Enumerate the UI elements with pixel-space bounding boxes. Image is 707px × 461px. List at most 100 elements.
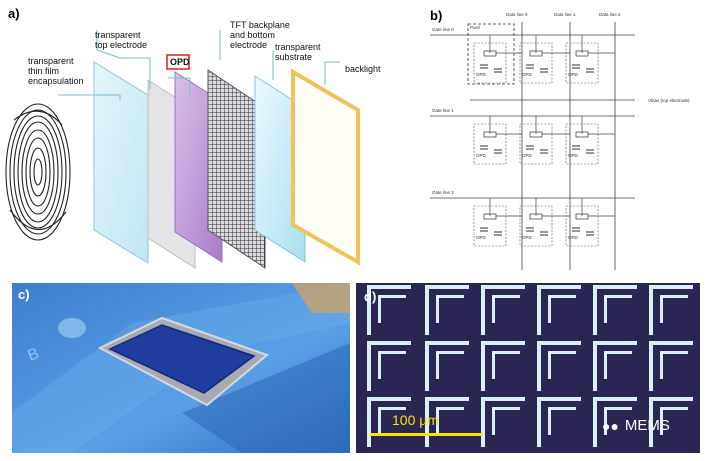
- electrode-inner-horizontal: [604, 295, 632, 298]
- electrode-inner-vertical: [604, 295, 607, 323]
- electrode-vertical: [649, 341, 653, 391]
- cell-label: OPD: [476, 153, 487, 158]
- cell-label: OPD: [476, 72, 487, 77]
- electrode-horizontal: [537, 285, 581, 289]
- electrode-horizontal: [593, 285, 637, 289]
- panel-a-label: a): [8, 6, 20, 21]
- electrode-inner-horizontal: [436, 295, 464, 298]
- micrograph-background: [356, 283, 700, 453]
- top-electrode-label: transparent top electrode: [95, 30, 148, 50]
- cell-label: OPD: [522, 72, 533, 77]
- scale-bar-label: 100 µm: [392, 412, 439, 428]
- electrode-horizontal: [593, 397, 637, 401]
- electrode-horizontal: [367, 397, 411, 401]
- electrode-inner-horizontal: [604, 351, 632, 354]
- data-line-label-1: Data line 1: [554, 12, 576, 17]
- electrode-inner-vertical: [548, 407, 551, 435]
- electrode-horizontal: [649, 397, 693, 401]
- electrode-inner-vertical: [378, 295, 381, 323]
- electrode-horizontal: [537, 397, 581, 401]
- electrode-inner-horizontal: [660, 295, 688, 298]
- electrode-inner-horizontal: [378, 295, 406, 298]
- substrate-label: transparent substrate: [275, 42, 321, 62]
- electrode-vertical: [425, 285, 429, 335]
- tft-backplane-layer: [207, 69, 266, 269]
- transistor: [529, 213, 543, 220]
- data-line-label-2: Data line 2: [599, 12, 621, 17]
- electrode-vertical: [537, 341, 541, 391]
- panel-d-micrograph: d) 100 µm ●● MEMS: [356, 283, 700, 453]
- electrode-inner-horizontal: [548, 407, 576, 410]
- encapsulation-layer: [93, 61, 149, 264]
- electrode-vertical: [481, 341, 485, 391]
- scale-bar: [370, 433, 482, 436]
- cell-label: OPD: [568, 235, 579, 240]
- electrode-inner-vertical: [492, 295, 495, 323]
- data-line-label-0: Data line 0: [506, 12, 528, 17]
- electrode-vertical: [425, 341, 429, 391]
- device-photo: B: [12, 283, 350, 453]
- electrode-vertical: [537, 397, 541, 447]
- electrode-inner-vertical: [436, 407, 439, 435]
- vbias-label: Vbias (top electrode): [648, 98, 690, 103]
- electrode-inner-horizontal: [436, 351, 464, 354]
- electrode-vertical: [593, 397, 597, 447]
- backlight-layer: [291, 68, 360, 266]
- cell-label: OPD: [568, 72, 579, 77]
- electrode-horizontal: [425, 285, 469, 289]
- gate-line-label-0: Gate line 0: [432, 27, 454, 32]
- electrode-inner-vertical: [548, 295, 551, 323]
- fingerprint-image: [5, 103, 71, 241]
- panel-c-device-photo: B c): [12, 283, 350, 453]
- tft-label: TFT backplane and bottom electrode: [230, 20, 290, 50]
- electrode-vertical: [593, 341, 597, 391]
- electrode-inner-horizontal: [492, 407, 520, 410]
- electrode-horizontal: [593, 341, 637, 345]
- opd-highlight-box: [166, 54, 190, 70]
- electrode-vertical: [649, 285, 653, 335]
- electrode-inner-vertical: [660, 351, 663, 379]
- electrode-horizontal: [481, 397, 525, 401]
- transistor: [483, 213, 497, 220]
- watermark: ●● MEMS: [602, 417, 670, 434]
- electrode-inner-vertical: [492, 351, 495, 379]
- electrode-inner-vertical: [604, 407, 607, 435]
- stack-illustration: [5, 30, 360, 269]
- electrode-vertical: [425, 397, 429, 447]
- electrode-vertical: [537, 285, 541, 335]
- electrode-inner-vertical: [660, 407, 663, 435]
- electrode-vertical: [481, 285, 485, 335]
- electrode-inner-horizontal: [378, 407, 406, 410]
- cell-label: OPD: [568, 153, 579, 158]
- electrode-inner-horizontal: [492, 351, 520, 354]
- panel-d-label: d): [364, 289, 377, 304]
- panel-b-label: b): [430, 8, 443, 23]
- electrode-horizontal: [367, 341, 411, 345]
- panel-a-exploded-stack: a): [0, 0, 410, 280]
- electrode-inner-horizontal: [660, 351, 688, 354]
- gate-line-label-1: Gate line 1: [432, 108, 454, 113]
- electrode-inner-vertical: [378, 351, 381, 379]
- electrode-vertical: [367, 397, 371, 447]
- sensor-active-area: [108, 324, 256, 394]
- electrode-inner-horizontal: [548, 351, 576, 354]
- electrode-inner-vertical: [492, 407, 495, 435]
- pixel-highlight-box: [467, 23, 515, 85]
- wechat-icon: ●●: [602, 417, 619, 434]
- electrode-inner-vertical: [548, 351, 551, 379]
- electrode-inner-vertical: [660, 295, 663, 323]
- electrode-horizontal: [649, 341, 693, 345]
- electrode-vertical: [649, 397, 653, 447]
- electrode-horizontal: [425, 341, 469, 345]
- pixel-label: Pixel: [470, 25, 480, 30]
- transistor: [575, 213, 589, 220]
- electrode-horizontal: [537, 341, 581, 345]
- electrode-vertical: [593, 285, 597, 335]
- transistor: [529, 131, 543, 138]
- electrode-inner-horizontal: [604, 407, 632, 410]
- transistor: [575, 131, 589, 138]
- cell-label: OPD: [522, 235, 533, 240]
- gate-line-label-2: Gate line 2: [432, 190, 454, 195]
- cell-label: OPD: [476, 235, 487, 240]
- electrode-horizontal: [481, 341, 525, 345]
